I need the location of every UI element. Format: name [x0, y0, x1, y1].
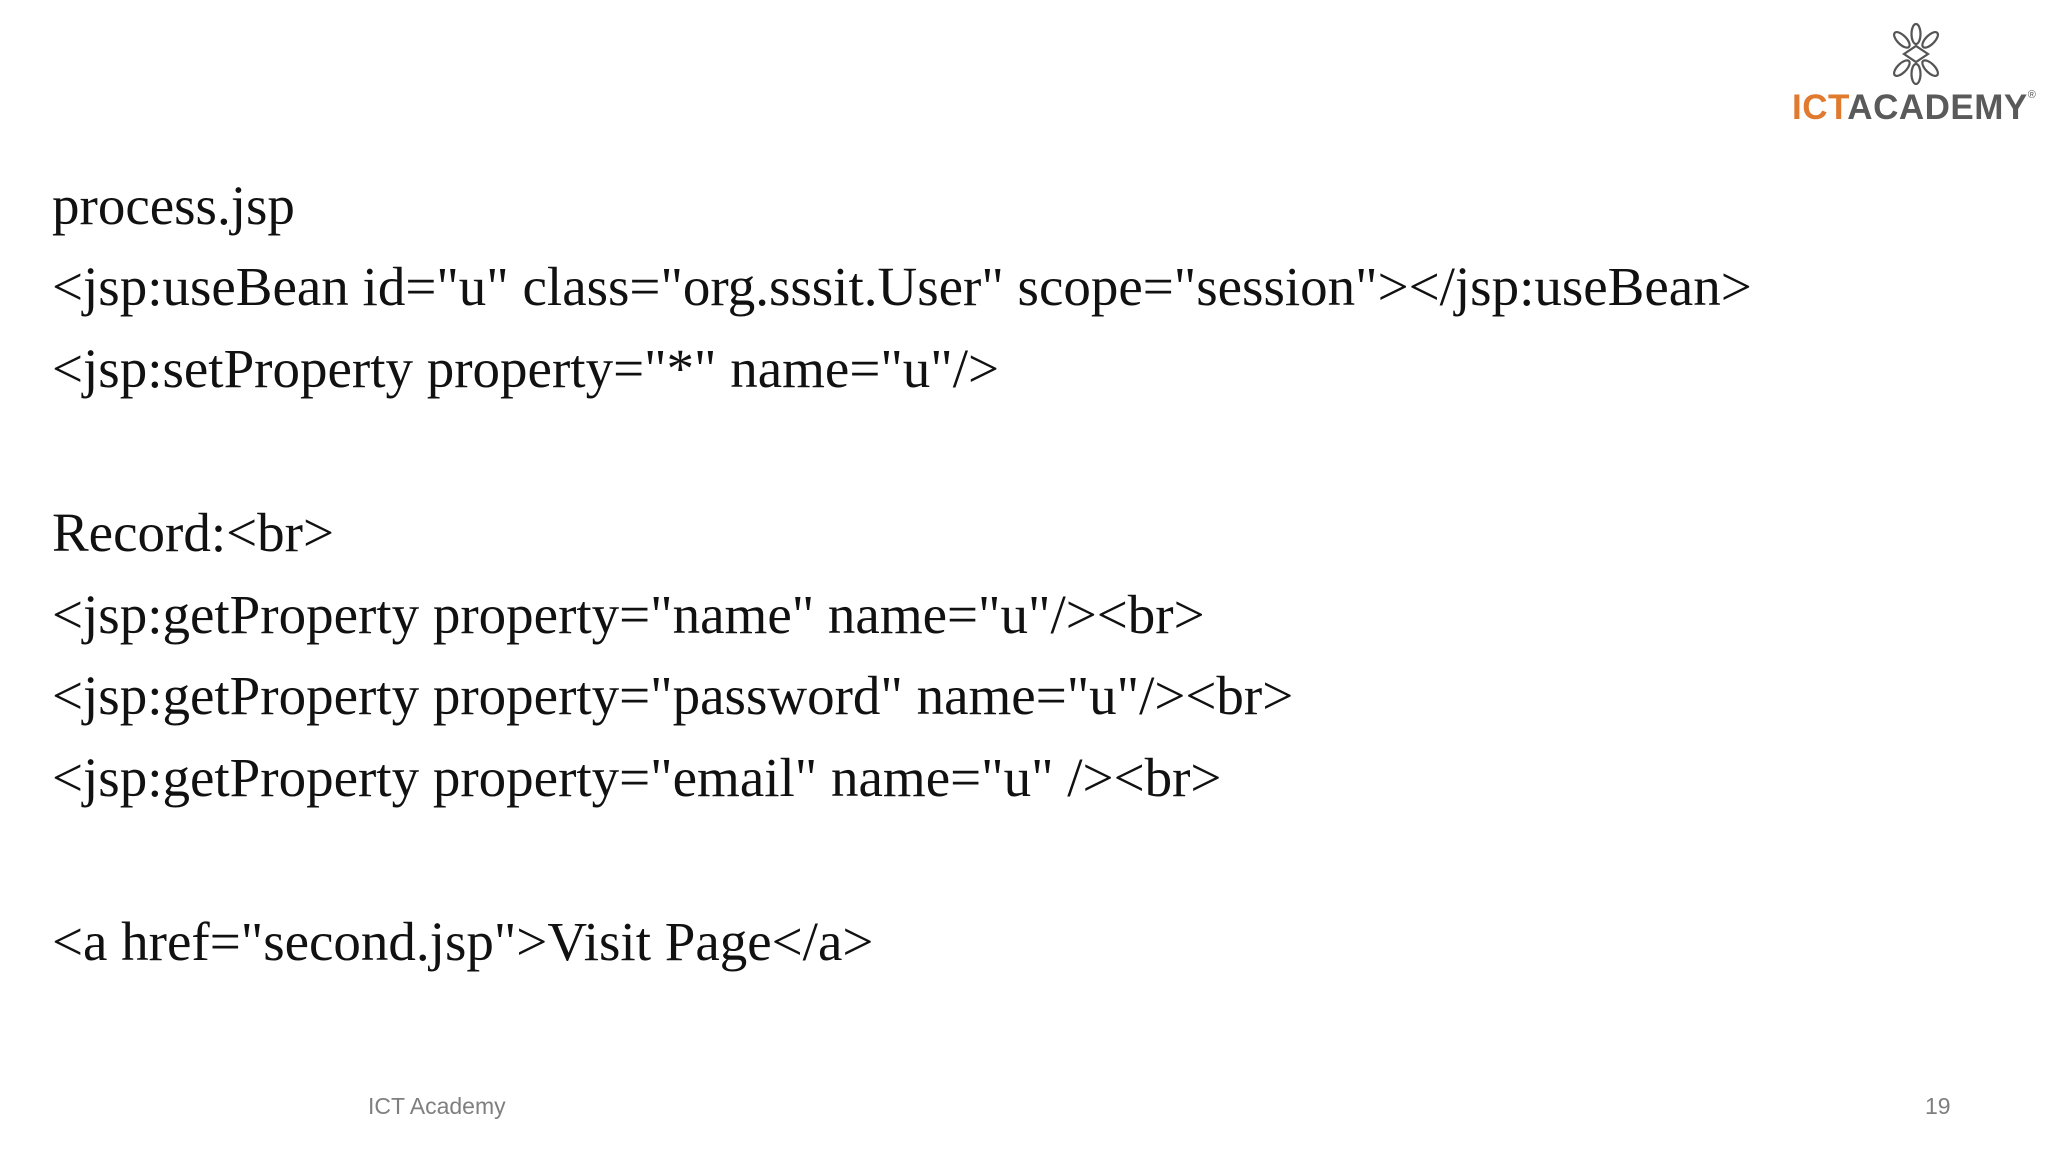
code-line-record: Record:<br> — [52, 502, 334, 563]
logo-wordmark: ICTACADEMY® — [1792, 88, 2037, 127]
ict-academy-leaf-emblem-icon — [1893, 22, 1939, 86]
code-line-getproperty-name: <jsp:getProperty property="name" name="u… — [52, 584, 1205, 645]
logo-text-academy: ACADEMY — [1847, 88, 2028, 127]
filename-line: process.jsp — [52, 175, 295, 236]
code-line-anchor: <a href="second.jsp">Visit Page</a> — [52, 911, 874, 972]
code-line-getproperty-email: <jsp:getProperty property="email" name="… — [52, 747, 1222, 808]
footer-organization: ICT Academy — [368, 1093, 506, 1119]
ict-academy-logo: ICTACADEMY® — [1788, 20, 2038, 130]
code-line-getproperty-password: <jsp:getProperty property="password" nam… — [52, 665, 1294, 726]
logo-registered-mark: ® — [2027, 89, 2037, 101]
code-line-usebean: <jsp:useBean id="u" class="org.sssit.Use… — [52, 256, 1752, 317]
slide-number: 19 — [1925, 1093, 1951, 1119]
code-line-setproperty: <jsp:setProperty property="*" name="u"/> — [52, 338, 1000, 399]
logo-text-ict: ICT — [1792, 88, 1848, 127]
